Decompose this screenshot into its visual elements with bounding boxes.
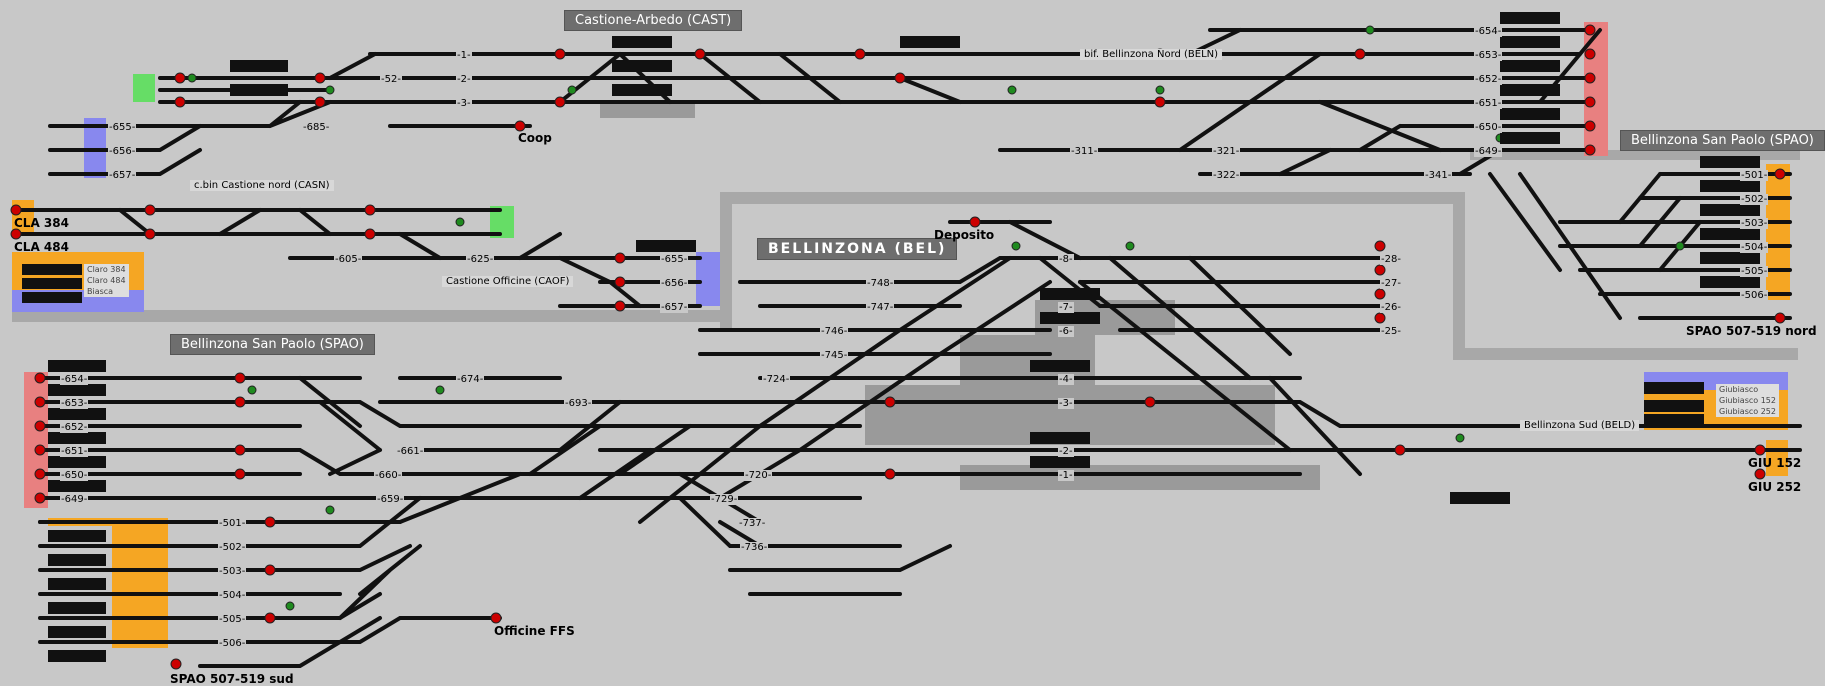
track-label-bel_main-6: -1- [1058, 470, 1074, 481]
track-label-spao_mid-7: -737- [738, 518, 767, 529]
track-label-spao_lower-1: -502- [218, 542, 247, 553]
track-label-caof-0: -605- [334, 254, 363, 265]
tag-beln: bif. Bellinzona Nord (BELN) [1080, 49, 1223, 60]
track-label-bel_main-0: -8- [1058, 254, 1074, 265]
track-label-beln_lower-0: -311- [1070, 146, 1099, 157]
track-label-spao_lower-0: -501- [218, 518, 247, 529]
track-label-spao_lower-4: -505- [218, 614, 247, 625]
track-label-bel_yard-4: -724- [762, 374, 791, 385]
panel-title-cast: Castione-Arbedo (CAST) [564, 10, 743, 31]
panel-title-spao-right: Bellinzona San Paolo (SPAO) [1620, 130, 1825, 151]
track-label-spao_left-2: -652- [60, 422, 89, 433]
legend-giubiasco-252: Giubiasco 252 [1719, 407, 1776, 416]
track-label-bel_yard-2: -746- [820, 326, 849, 337]
track-label-beln-4: -650- [1474, 122, 1503, 133]
label-giu-152: GIU 152 [1748, 456, 1802, 470]
track-label-bel_main-5: -2- [1058, 446, 1074, 457]
tag-caof: Castione Officine (CAOF) [442, 276, 574, 287]
track-label-bel_right-2: -26- [1380, 302, 1402, 313]
track-label-spao_right-5: -506- [1740, 290, 1769, 301]
track-label-bel_yard-0: -748- [866, 278, 895, 289]
track-label-bel_yard-1: -747- [866, 302, 895, 313]
legend-claro: Claro 384 Claro 484 Biasca [84, 264, 129, 297]
track-label-caof-4: -657- [660, 302, 689, 313]
track-label-cast_left-2: -657- [108, 170, 137, 181]
track-label-spao_lower-3: -504- [218, 590, 247, 601]
label-giu-252: GIU 252 [1748, 480, 1802, 494]
track-label-spao_left-5: -649- [60, 494, 89, 505]
track-label-beln-3: -651- [1474, 98, 1503, 109]
tag-beld: Bellinzona Sud (BELD) [1520, 420, 1640, 431]
zone-red [24, 22, 1608, 508]
tag-casn: c.bin Castione nord (CASN) [190, 180, 334, 191]
track-label-spao_mid-6: -729- [710, 494, 739, 505]
track-label-cast-1: -2- [456, 74, 472, 85]
track-label-spao_right-2: -503- [1740, 218, 1769, 229]
track-label-spao_mid-4: -659- [376, 494, 405, 505]
track-label-cast-2: -3- [456, 98, 472, 109]
track-label-caof-3: -656- [660, 278, 689, 289]
track-label-bel_right-0: -28- [1380, 254, 1402, 265]
track-number-boxes [22, 12, 1760, 662]
legend-giubiasco: Giubiasco [1719, 385, 1759, 394]
track-label-bel_main-3: -4- [1058, 374, 1074, 385]
legend-claro-384: Claro 384 [87, 265, 126, 274]
track-label-spao_lower-2: -503- [218, 566, 247, 577]
signals-red [10, 24, 1786, 670]
panel-title-bel: BELLINZONA (BEL) [757, 238, 958, 260]
track-label-casn-0: -52- [380, 74, 402, 85]
track-label-caof-1: -625- [466, 254, 495, 265]
track-label-spao_left-4: -650- [60, 470, 89, 481]
track-label-bel_main-2: -6- [1058, 326, 1074, 337]
label-cla-484: CLA 484 [14, 240, 69, 254]
track-label-beln_lower-1: -321- [1212, 146, 1241, 157]
label-deposito: Deposito [934, 228, 995, 242]
track-label-beln-1: -653- [1474, 50, 1503, 61]
track-label-spao_mid-0: -674- [456, 374, 485, 385]
legend-giubiasco: Giubiasco Giubiasco 152 Giubiasco 252 [1716, 384, 1779, 417]
track-label-cast_left-0: -655- [108, 122, 137, 133]
track-label-beln-0: -654- [1474, 26, 1503, 37]
track-label-spao_left-1: -653- [60, 398, 89, 409]
legend-giubiasco-152: Giubiasco 152 [1719, 396, 1776, 405]
label-officine-ffs: Officine FFS [494, 624, 575, 638]
track-label-beln-2: -652- [1474, 74, 1503, 85]
label-spao-sud: SPAO 507-519 sud [170, 672, 294, 686]
track-label-spao_left-3: -651- [60, 446, 89, 457]
track-label-cast_left-1: -656- [108, 146, 137, 157]
track-label-bel_main-1: -7- [1058, 302, 1074, 313]
track-label-spao_mid-1: -693- [564, 398, 593, 409]
track-label-bel_right-3: -25- [1380, 326, 1402, 337]
track-label-spao_left-0: -654- [60, 374, 89, 385]
track-label-spao_mid-2: -661- [396, 446, 425, 457]
track-label-spao_mid-8: -736- [740, 542, 769, 553]
track-label-beln_lower-2: -322- [1212, 170, 1241, 181]
track-label-caof-2: -655- [660, 254, 689, 265]
track-label-spao_right-3: -504- [1740, 242, 1769, 253]
tracks [18, 28, 1802, 668]
label-spao-nord: SPAO 507-519 nord [1686, 324, 1817, 338]
track-label-spao_lower-5: -506- [218, 638, 247, 649]
track-label-cast-0: -1- [456, 50, 472, 61]
track-label-bel_main-4: -3- [1058, 398, 1074, 409]
panel-title-spao-left: Bellinzona San Paolo (SPAO) [170, 334, 375, 355]
track-label-spao_mid-5: -720- [744, 470, 773, 481]
track-label-beln-5: -649- [1474, 146, 1503, 157]
legend-biasca: Biasca [87, 287, 114, 296]
legend-claro-484: Claro 484 [87, 276, 126, 285]
track-label-spao_mid-3: -660- [374, 470, 403, 481]
label-cla-384: CLA 384 [14, 216, 69, 230]
track-label-spao_right-0: -501- [1740, 170, 1769, 181]
track-label-bel_right-1: -27- [1380, 278, 1402, 289]
track-label-cast_left-3: -685- [302, 122, 331, 133]
track-label-spao_right-1: -502- [1740, 194, 1769, 205]
track-label-beln_lower-3: -341- [1424, 170, 1453, 181]
track-label-spao_right-4: -505- [1740, 266, 1769, 277]
label-coop: Coop [518, 131, 552, 145]
track-label-bel_yard-3: -745- [820, 350, 849, 361]
